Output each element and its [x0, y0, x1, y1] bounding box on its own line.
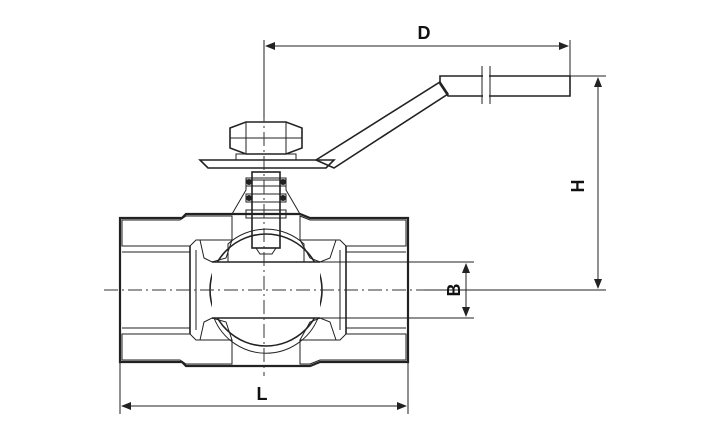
stem-nut: [229, 121, 303, 161]
dimension-D: D: [263, 23, 571, 118]
dimension-L-label: L: [257, 384, 268, 404]
dimension-H: H: [424, 75, 606, 291]
dimension-B: B: [320, 261, 474, 319]
center-lines: [104, 108, 424, 376]
dimension-H-label: H: [568, 180, 588, 193]
valve-stem: [231, 171, 301, 255]
lever-handle: [198, 66, 571, 169]
dimension-B-label: B: [444, 284, 464, 297]
dimension-D-label: D: [418, 23, 431, 43]
dimension-L: L: [119, 362, 409, 414]
